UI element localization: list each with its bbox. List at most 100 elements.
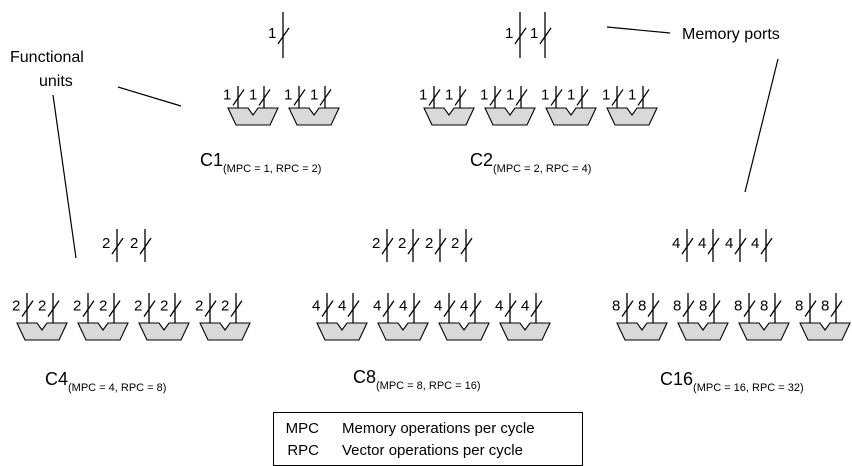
legend-description: Vector operations per cycle	[342, 442, 523, 459]
bus-width-slash	[347, 300, 360, 317]
alu-shape	[677, 322, 729, 341]
bus-width-slash	[382, 300, 395, 317]
alu-shape	[138, 322, 190, 341]
bus-width-label: 2	[38, 298, 46, 315]
fu-input-bus: 4	[495, 293, 517, 323]
bus-width-slash	[82, 300, 95, 317]
bus-width-slash	[804, 300, 817, 317]
memory-ports-label: Memory ports	[682, 26, 780, 43]
bus-width-label: 4	[460, 298, 468, 315]
functional-unit-2	[484, 107, 536, 126]
bus-width-label: 1	[505, 25, 513, 42]
alu-shape	[227, 107, 279, 126]
memory-port-bus: 2	[372, 229, 394, 262]
fu-input-bus: 2	[99, 293, 121, 323]
functional-unit-3	[138, 322, 190, 341]
bus-width-label: 1	[445, 86, 453, 103]
bus-width-label: 4	[698, 235, 706, 252]
fu-input-bus: 1	[223, 86, 245, 108]
config-name: C4	[45, 369, 68, 389]
fu-input-bus: 2	[134, 293, 156, 323]
bus-width-slash	[434, 237, 447, 255]
bus-width-label: 1	[541, 86, 549, 103]
alu-shape	[616, 322, 668, 341]
memory-port-bus: 2	[451, 229, 473, 262]
bus-width-label: 2	[130, 235, 138, 252]
bus-width-slash	[504, 300, 517, 317]
bus-width-label: 4	[373, 298, 381, 315]
alu-shape	[606, 107, 658, 126]
memory-port-bus: 4	[672, 229, 694, 262]
bus-width-slash	[621, 300, 634, 317]
memory-port-bus: 2	[102, 229, 124, 262]
alu-shape	[16, 322, 68, 341]
functional-unit-1	[616, 322, 668, 341]
functional-units-label-line2: units	[39, 73, 73, 90]
bus-width-label: 2	[195, 298, 203, 315]
legend-description: Memory operations per cycle	[342, 420, 535, 437]
bus-width-label: 4	[725, 235, 733, 252]
functional-units-label-line1: Functional	[10, 49, 84, 66]
bus-width-slash	[21, 300, 34, 317]
fu-input-bus: 4	[373, 293, 395, 323]
alu-shape	[545, 107, 597, 126]
bus-width-slash	[258, 89, 271, 106]
bus-width-label: 1	[602, 86, 610, 103]
bus-width-slash	[734, 237, 747, 255]
bus-width-slash	[708, 300, 721, 317]
bus-width-slash	[408, 300, 421, 317]
memory-ports-leader-c2	[606, 26, 671, 34]
fu-input-bus: 1	[628, 86, 650, 108]
config-label: C4(MPC = 4, RPC = 8)	[45, 369, 166, 394]
config-params: (MPC = 16, RPC = 32)	[693, 382, 804, 394]
functional-units-leader-c1	[117, 86, 182, 107]
bus-width-slash	[682, 300, 695, 317]
bus-width-slash	[139, 237, 152, 255]
bus-width-slash	[230, 300, 243, 317]
bus-width-slash	[321, 300, 334, 317]
memory-port-bus: 2	[425, 229, 447, 262]
config-name: C1	[200, 150, 223, 170]
config-label: C16(MPC = 16, RPC = 32)	[660, 369, 804, 394]
alu-shape	[484, 107, 536, 126]
functional-unit-2	[677, 322, 729, 341]
bus-width-label: 1	[628, 86, 636, 103]
fu-input-bus: 2	[160, 293, 182, 323]
fu-input-bus: 4	[399, 293, 421, 323]
memory-ports-leader-c16	[744, 58, 779, 193]
fu-input-bus: 8	[734, 293, 756, 323]
bus-width-label: 4	[399, 298, 407, 315]
functional-unit-4	[499, 322, 551, 341]
fu-input-bus: 4	[338, 293, 360, 323]
memory-port-bus: 4	[725, 229, 747, 262]
bus-width-label: 8	[795, 298, 803, 315]
config-params: (MPC = 2, RPC = 4)	[493, 163, 591, 175]
bus-width-slash	[381, 237, 394, 255]
config-label: C1(MPC = 1, RPC = 2)	[200, 150, 321, 175]
bus-width-label: 8	[638, 298, 646, 315]
bus-width-slash	[460, 237, 473, 255]
functional-unit-2	[288, 107, 340, 126]
fu-input-bus: 4	[312, 293, 334, 323]
fu-input-bus: 1	[506, 86, 528, 108]
alu-shape	[438, 322, 490, 341]
legend-row-rpc: RPC Vector operations per cycle	[274, 441, 582, 461]
functional-unit-3	[545, 107, 597, 126]
fu-input-bus: 2	[12, 293, 34, 323]
fu-input-bus: 1	[445, 86, 467, 108]
fu-input-bus: 8	[760, 293, 782, 323]
bus-width-slash	[319, 89, 332, 106]
fu-input-bus: 8	[673, 293, 695, 323]
alu-shape	[199, 322, 251, 341]
bus-width-slash	[277, 27, 290, 45]
fu-input-bus: 8	[638, 293, 660, 323]
functional-unit-2	[377, 322, 429, 341]
fu-input-bus: 1	[310, 86, 332, 108]
config-label: C8(MPC = 8, RPC = 16)	[353, 367, 481, 392]
bus-width-slash	[232, 89, 245, 106]
bus-width-slash	[204, 300, 217, 317]
